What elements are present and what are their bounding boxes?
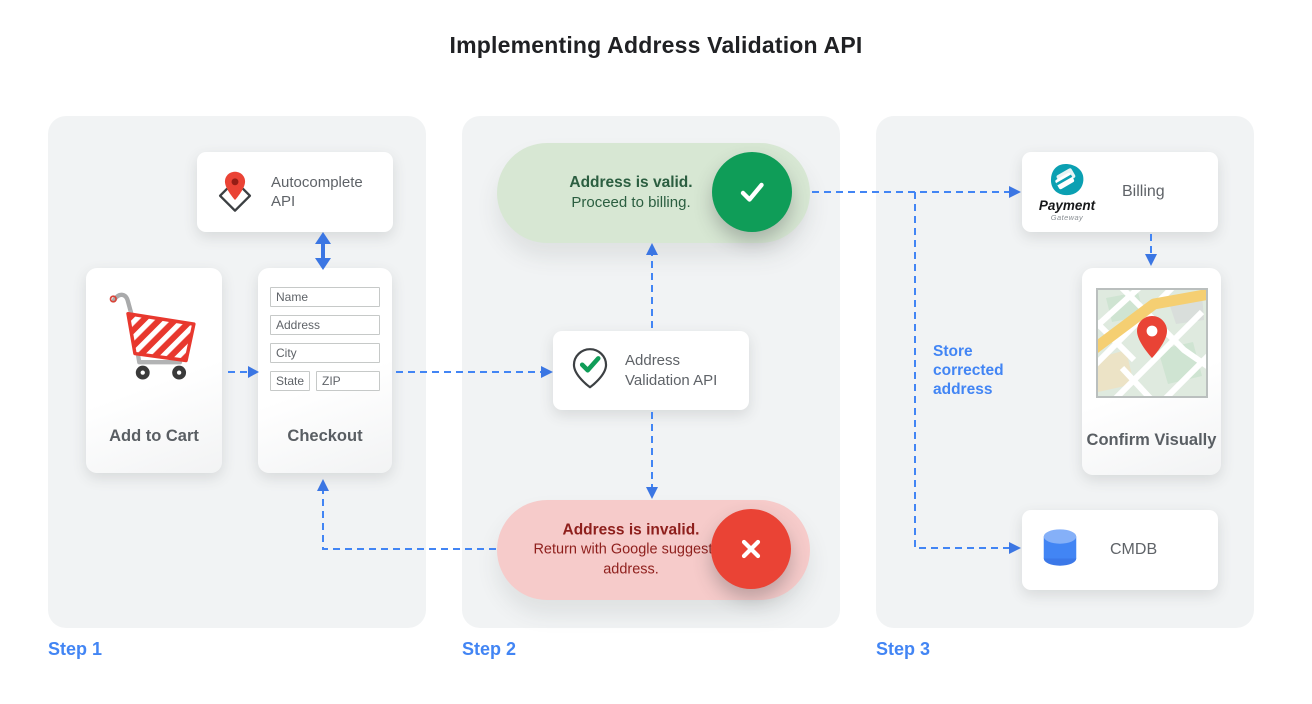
zip-field: ZIP	[316, 371, 380, 391]
payment-gateway-logo: Payment Gateway	[1032, 162, 1102, 222]
address-invalid-pill: Address is invalid. Return with Google s…	[497, 500, 810, 600]
address-invalid-subtitle: Return with Google suggested address.	[533, 542, 729, 578]
cmdb-card: CMDB	[1022, 510, 1218, 590]
billing-label: Billing	[1122, 182, 1165, 200]
address-invalid-title: Address is invalid.	[562, 521, 700, 539]
address-validation-api-card: Address Validation API	[553, 331, 749, 410]
city-field: City	[270, 343, 380, 363]
add-to-cart-card: Add to Cart	[86, 268, 222, 473]
name-field: Name	[270, 287, 380, 307]
confirm-visually-label: Confirm Visually	[1086, 431, 1217, 450]
page-title: Implementing Address Validation API	[449, 32, 863, 58]
address-field: Address	[270, 315, 380, 335]
x-circle-icon	[711, 509, 791, 589]
address-valid-text: Address is valid. Proceed to billing.	[515, 173, 747, 213]
step-2-label: Step 2	[462, 639, 517, 659]
checkout-form: Name Address City State ZIP	[270, 287, 380, 391]
checkout-label: Checkout	[287, 427, 363, 446]
checkout-card: Name Address City State ZIP Checkout	[258, 268, 392, 473]
payment-gateway-logo-title: Payment	[1038, 198, 1096, 214]
autocomplete-api-label: Autocomplete API	[271, 173, 363, 210]
state-field: State	[270, 371, 310, 391]
map-thumbnail	[1081, 273, 1217, 405]
address-valid-title: Address is valid.	[569, 173, 693, 191]
step-1-label: Step 1	[48, 639, 103, 659]
confirm-visually-card: Confirm Visually	[1081, 268, 1221, 475]
map-pin-diamond-icon	[212, 167, 258, 218]
step-3-label: Step 3	[876, 639, 931, 659]
autocomplete-api-card: Autocomplete API	[197, 152, 393, 232]
store-corrected-address-note: Store corrected address	[933, 343, 1004, 399]
cmdb-label: CMDB	[1110, 540, 1158, 558]
map-pin-check-icon	[568, 346, 612, 395]
address-validation-api-label: Address Validation API	[625, 352, 718, 389]
database-icon	[1037, 526, 1083, 575]
check-circle-icon	[712, 152, 792, 232]
address-valid-subtitle: Proceed to billing.	[571, 194, 691, 212]
add-to-cart-label: Add to Cart	[109, 427, 199, 446]
shopping-cart-icon	[102, 286, 206, 388]
payment-gateway-logo-subtitle: Gateway	[1050, 212, 1084, 222]
address-invalid-text: Address is invalid. Return with Google s…	[515, 521, 747, 580]
address-valid-pill: Address is valid. Proceed to billing.	[497, 143, 810, 243]
billing-card: Payment Gateway Billing	[1022, 152, 1218, 232]
